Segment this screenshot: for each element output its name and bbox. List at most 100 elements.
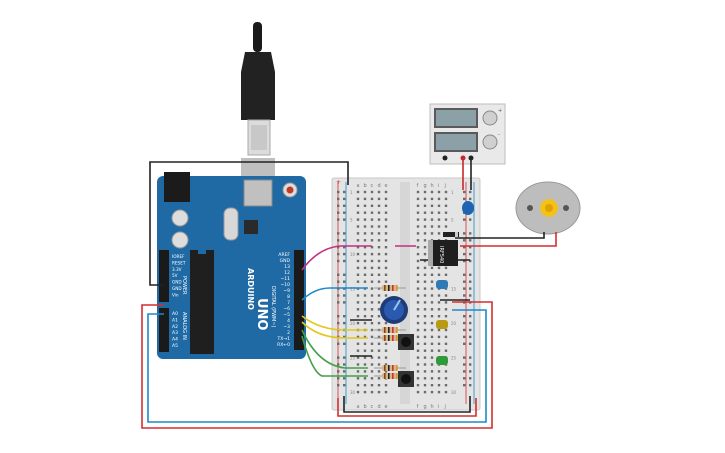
arduino-model-label: UNO [254, 298, 269, 331]
dc-motor [515, 181, 581, 235]
digital-pin-label: ~3 [283, 324, 290, 330]
column-letter: a [357, 404, 360, 410]
digital-pin-label: TX→1 [277, 336, 291, 342]
column-letter: j [444, 404, 446, 410]
led-green [436, 356, 448, 365]
row-number: 30 [350, 390, 356, 395]
arduino-analog-header-label: ANALOG IN [181, 312, 187, 340]
column-letter: b [364, 404, 367, 410]
row-number: 15 [350, 287, 356, 292]
digital-pin-label: ~6 [283, 306, 290, 312]
mosfet-label: IRF540 [438, 246, 444, 263]
digital-pin-label: 2 [287, 330, 290, 336]
column-letter: f [417, 183, 419, 189]
row-number: 15 [451, 287, 457, 292]
power-pin-label: 3.3V [172, 267, 182, 272]
push-button-2 [398, 371, 414, 387]
arduino-power-header-label: POWER [181, 276, 187, 295]
digital-pin-label: AREF [278, 252, 290, 258]
digital-pin-label: ~5 [283, 312, 290, 318]
wire-motor-b [455, 232, 545, 239]
resistor [374, 285, 406, 291]
column-letter: b [364, 183, 367, 189]
digital-pin-label: GND [280, 258, 291, 264]
digital-pin-label: RX←0 [277, 342, 290, 348]
digital-pin-label: ~9 [283, 288, 290, 294]
analog-pin-label: A5 [172, 343, 178, 349]
digital-pin-label: 4 [287, 318, 290, 324]
wire-pin-4 [301, 321, 368, 339]
column-letter: c [371, 404, 374, 410]
wire-pin-5 [301, 315, 368, 331]
power-pin-label: 5V [172, 273, 178, 278]
wire-pin-11 [301, 245, 372, 271]
analog-pin-label: A3 [172, 330, 178, 336]
digital-pin-label: ~10 [281, 282, 291, 288]
row-number: 10 [350, 252, 356, 257]
column-letter: i [438, 183, 439, 189]
column-letter: g [424, 183, 427, 189]
power-pin-label: RESET [172, 260, 186, 265]
power-supply-plus-label: + [498, 108, 502, 114]
power-pin-label: Vin [172, 292, 179, 297]
analog-pin-label: A4 [172, 337, 178, 343]
resistor [374, 327, 406, 333]
row-number: 25 [451, 356, 457, 361]
column-letter: h [431, 183, 434, 189]
digital-pin-label: 12 [284, 270, 290, 276]
row-number: 20 [350, 321, 356, 326]
potentiometer [380, 296, 408, 324]
column-letter: g [424, 404, 427, 410]
column-letter: d [378, 183, 381, 189]
power-pin-label: GND [172, 280, 182, 285]
resistor [374, 365, 406, 371]
wire-pin-7 [301, 287, 368, 301]
wire-analog-loop [147, 309, 487, 423]
digital-pin-label: ~11 [281, 276, 291, 282]
digital-pin-label: 13 [284, 264, 290, 270]
mosfet: IRF540 [428, 240, 458, 266]
analog-pin-label: A2 [172, 324, 178, 330]
arduino-digital-header-label: DIGITAL (PWM~) [270, 286, 276, 328]
row-number: 1 [451, 190, 454, 195]
row-number: 5 [350, 218, 353, 223]
column-letter: e [385, 183, 388, 189]
column-letter: f [417, 404, 419, 410]
rail-plus-label: + [336, 179, 341, 186]
analog-pin-label: A1 [172, 317, 178, 323]
power-supply: + - [429, 103, 506, 165]
row-number: 1 [350, 190, 353, 195]
column-letter: j [444, 183, 446, 189]
analog-pin-label: A0 [172, 311, 178, 317]
wire-pin-2 [301, 335, 368, 377]
arduino-uno-board: ARDUINO UNO DIGITAL (PWM~) POWER ANALOG … [157, 172, 306, 359]
column-letter: a [357, 183, 360, 189]
row-number: 30 [451, 390, 457, 395]
column-letter: e [385, 404, 388, 410]
column-letter: d [378, 404, 381, 410]
wire-pin-3 [301, 329, 368, 369]
power-pin-label: GND [172, 286, 182, 291]
digital-pin-label: 8 [287, 294, 290, 300]
wire-gnd-top [149, 161, 349, 286]
arduino-brand-label: ARDUINO [246, 268, 255, 310]
row-number: 5 [451, 218, 454, 223]
wire-bottom-black [343, 396, 471, 413]
row-number: 25 [350, 356, 356, 361]
breadboard-components: IRF540 [374, 200, 474, 387]
wire-motor-a [460, 232, 557, 247]
wire-bottom-red [337, 398, 477, 417]
power-pin-label: IOREF [172, 254, 185, 259]
led-yellow [436, 320, 448, 329]
capacitor [462, 200, 474, 215]
led-blue [436, 280, 448, 289]
wires [141, 160, 557, 429]
power-supply-minus-label: - [498, 132, 500, 138]
row-number: 20 [451, 321, 457, 326]
wire-5v-loop [141, 301, 493, 429]
push-button-1 [398, 334, 414, 350]
column-letter: h [431, 404, 434, 410]
column-letter: i [438, 404, 439, 410]
usb-cable [241, 22, 275, 184]
